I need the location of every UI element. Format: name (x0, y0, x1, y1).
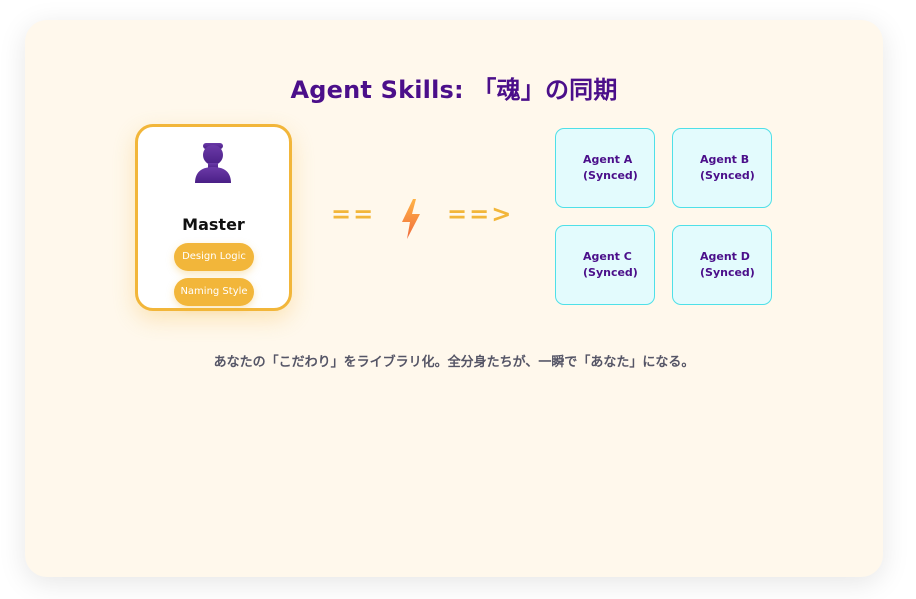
master-card: Master Design Logic Naming Style (135, 124, 292, 311)
agent-status: (Synced) (700, 169, 755, 182)
master-name: Master (182, 215, 245, 234)
sync-arrow-left: == (331, 200, 376, 228)
diagram-title: Agent Skills: 「魂」の同期 (290, 76, 618, 104)
agent-card-a: Agent A (Synced) (555, 128, 655, 208)
agent-card-d: Agent D (Synced) (672, 225, 772, 305)
agent-name: Agent A (583, 153, 633, 166)
agent-status: (Synced) (583, 169, 638, 182)
agent-name: Agent B (700, 153, 750, 166)
agent-card-c: Agent C (Synced) (555, 225, 655, 305)
lightning-bolt-icon (402, 199, 420, 239)
person-icon (195, 143, 231, 183)
agent-status: (Synced) (583, 266, 638, 279)
agent-status: (Synced) (700, 266, 755, 279)
diagram-card: Agent Skills: 「魂」の同期 Master Design Logic… (25, 20, 883, 577)
tagline: あなたの「こだわり」をライブラリ化。全分身たちが、一瞬で「あなた」になる。 (213, 355, 695, 370)
agent-name: Agent C (583, 250, 632, 263)
agent-name: Agent D (700, 250, 750, 263)
skill-pill-design-logic: Design Logic (174, 243, 254, 271)
skill-pill-naming-style: Naming Style (174, 278, 254, 306)
sync-arrow-right: ==> (447, 200, 514, 228)
agent-card-b: Agent B (Synced) (672, 128, 772, 208)
